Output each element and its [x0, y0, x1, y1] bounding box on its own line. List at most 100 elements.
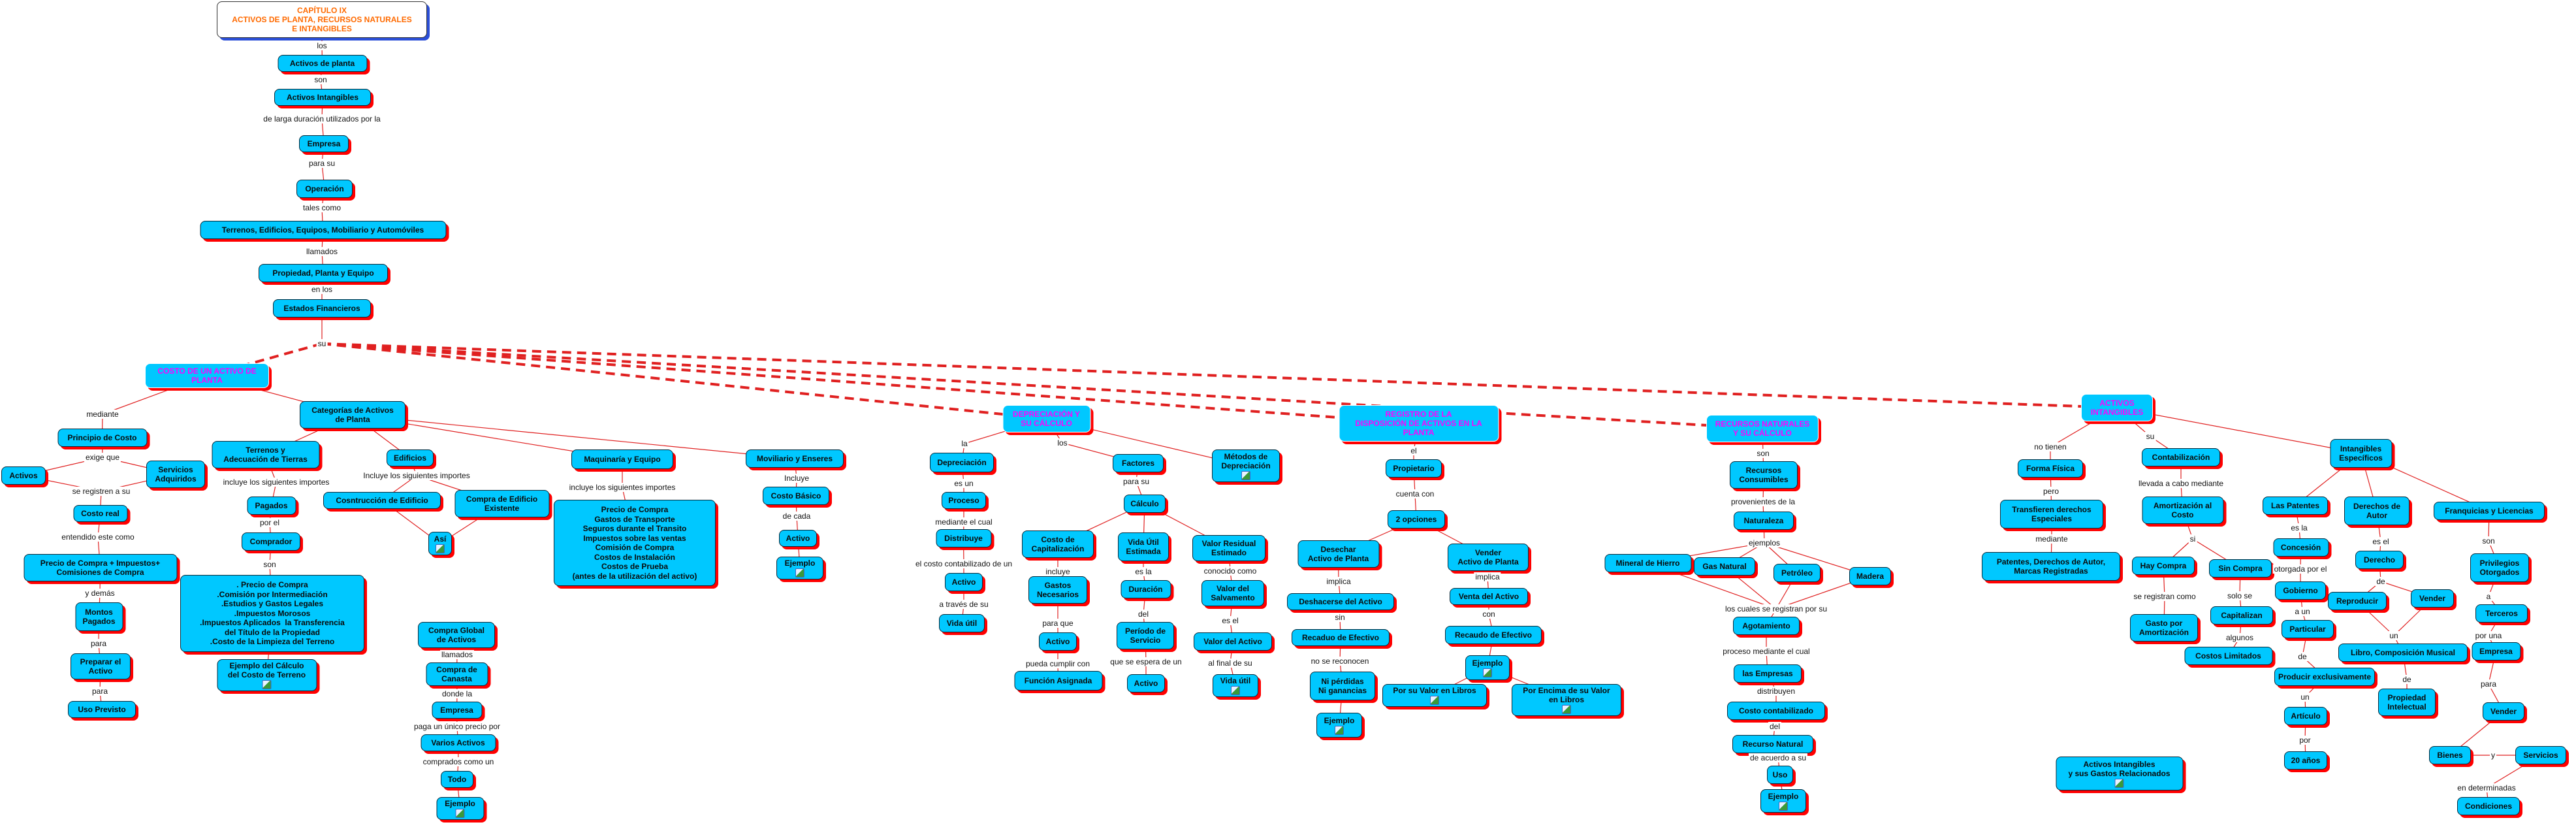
- concept-node-empresa2[interactable]: Empresa: [432, 702, 482, 719]
- concept-node-valor-salv[interactable]: Valor del Salvamento: [1201, 580, 1264, 606]
- concept-node-uso-previsto[interactable]: Uso Previsto: [68, 701, 136, 718]
- concept-node-vender2[interactable]: Vender: [2483, 702, 2524, 721]
- concept-node-uso[interactable]: Uso: [1767, 766, 1793, 784]
- concept-node-activo-d3[interactable]: Activo: [1127, 674, 1165, 692]
- concept-node-venta[interactable]: Venta del Activo: [1450, 588, 1528, 605]
- concept-node-vender1[interactable]: Vender: [2411, 589, 2454, 608]
- concept-node-ni-perdidas[interactable]: Ni pérdidas Ni ganancias: [1310, 672, 1375, 700]
- concept-node-naturaleza[interactable]: Naturaleza: [1734, 512, 1794, 530]
- concept-node-valor-activo[interactable]: Valor del Activo: [1194, 632, 1272, 651]
- concept-node-privilegios[interactable]: Privilegios Otorgados: [2470, 553, 2529, 582]
- concept-node-capitalizan[interactable]: Capitalizan: [2210, 606, 2273, 625]
- concept-node-concesion[interactable]: Concesión: [2273, 538, 2329, 557]
- concept-node-ejemplo-r1[interactable]: Ejemplo: [1316, 713, 1362, 738]
- concept-node-gastos-nec[interactable]: Gastos Necesarios: [1028, 576, 1087, 604]
- concept-node-producir[interactable]: Producir exclusivamente: [2274, 668, 2376, 686]
- concept-node-empresa1[interactable]: Empresa: [299, 135, 349, 152]
- concept-node-asi[interactable]: Así: [428, 532, 452, 555]
- concept-node-categorias[interactable]: Categorías de Activos de Planta: [300, 401, 405, 429]
- image-attachment-icon[interactable]: [2114, 778, 2124, 788]
- image-attachment-icon[interactable]: [455, 809, 465, 818]
- concept-node-vida-util-d2[interactable]: Vida útil: [1213, 674, 1258, 697]
- concept-node-canasta[interactable]: Compra de Canasta: [426, 662, 488, 686]
- image-attachment-icon[interactable]: [262, 680, 272, 689]
- concept-node-ejemplo-terreno[interactable]: Ejemplo del Cálculo del Costo de Terreno: [217, 659, 317, 691]
- concept-node-int-esp[interactable]: Intangibles Específicos: [2330, 439, 2392, 468]
- concept-node-derechos-autor[interactable]: Derechos de Autor: [2344, 497, 2409, 525]
- concept-node-ai-gastos[interactable]: Activos Intangibles y sus Gastos Relacio…: [2056, 757, 2183, 790]
- concept-node-recurso-nat[interactable]: Recurso Natural: [1732, 735, 1813, 753]
- concept-node-ppe[interactable]: Propiedad, Planta y Equipo: [259, 264, 388, 282]
- concept-node-vida-est[interactable]: Vida Útil Estimada: [1118, 532, 1169, 561]
- image-attachment-icon[interactable]: [1562, 705, 1571, 714]
- image-attachment-icon[interactable]: [1430, 696, 1439, 705]
- concept-node-transfieren[interactable]: Transfieren derechos Especiales: [2000, 500, 2103, 529]
- concept-node-mineral[interactable]: Mineral de Hierro: [1604, 554, 1691, 572]
- concept-node-principio[interactable]: Principio de Costo: [57, 429, 147, 447]
- image-attachment-icon[interactable]: [436, 544, 445, 553]
- image-attachment-icon[interactable]: [795, 568, 804, 578]
- concept-node-costo-basico[interactable]: Costo Básico: [763, 487, 829, 505]
- map-title-title[interactable]: CAPÍTULO IX ACTIVOS DE PLANTA, RECURSOS …: [217, 1, 427, 38]
- concept-node-funcion[interactable]: Función Asignada: [1014, 671, 1102, 691]
- concept-node-libro[interactable]: Libro, Composición Musical: [2338, 644, 2468, 662]
- concept-node-activo-d2[interactable]: Activo: [1039, 632, 1077, 651]
- concept-node-ejemplo-r2[interactable]: Ejemplo: [1465, 655, 1510, 680]
- concept-node-deshacerse[interactable]: Deshacerse del Activo: [1287, 593, 1394, 610]
- concept-node-recaudo-con[interactable]: Recaudo de Efectivo: [1445, 626, 1542, 644]
- concept-node-servicios-i[interactable]: Servicios: [2515, 746, 2566, 764]
- concept-node-veinte[interactable]: 20 años: [2284, 751, 2327, 770]
- image-attachment-icon[interactable]: [1241, 470, 1250, 480]
- concept-node-las-empresas[interactable]: las Empresas: [1734, 664, 1802, 683]
- concept-node-duracion[interactable]: Duración: [1121, 580, 1171, 598]
- concept-node-articulo[interactable]: Artículo: [2284, 707, 2327, 725]
- concept-node-maq-list[interactable]: Precio de Compra Gastos de Transporte Se…: [554, 500, 716, 586]
- concept-node-activos-int[interactable]: Activos Intangibles: [274, 89, 371, 106]
- concept-node-terreno-list[interactable]: . Precio de Compra .Comisión por Interme…: [180, 575, 364, 652]
- concept-node-forma[interactable]: Forma Física: [2018, 459, 2083, 478]
- image-attachment-icon[interactable]: [1335, 725, 1344, 735]
- concept-node-valor-res[interactable]: Valor Residual Estimado: [1192, 535, 1265, 561]
- concept-node-particular[interactable]: Particular: [2282, 620, 2334, 638]
- concept-node-empresa3[interactable]: Empresa: [2472, 642, 2520, 660]
- concept-node-precio-compra[interactable]: Precio de Compra + Impuestos+ Comisiones…: [24, 554, 177, 581]
- concept-node-costos-lim[interactable]: Costos Limitados: [2184, 647, 2272, 665]
- concept-node-madera[interactable]: Madera: [1849, 567, 1891, 585]
- concept-node-rec-consum[interactable]: Recursos Consumibles: [1730, 461, 1798, 489]
- concept-node-montos[interactable]: Montos Pagados: [75, 602, 123, 631]
- concept-node-vida-util-d[interactable]: Vida útil: [939, 614, 985, 632]
- concept-node-compra-existente[interactable]: Compra de Edificio Existente: [454, 490, 549, 517]
- concept-node-pagados[interactable]: Pagados: [247, 497, 296, 515]
- concept-node-costo-real[interactable]: Costo real: [73, 505, 127, 522]
- concept-node-factores[interactable]: Factores: [1113, 454, 1164, 472]
- concept-node-costo-cap[interactable]: Costo de Capitalización: [1022, 530, 1094, 558]
- concept-node-comprador[interactable]: Comprador: [242, 532, 300, 551]
- concept-node-condiciones[interactable]: Condiciones: [2457, 797, 2520, 815]
- concept-node-gobierno[interactable]: Gobierno: [2275, 581, 2326, 600]
- concept-node-preparar[interactable]: Preparar el Activo: [71, 653, 131, 679]
- concept-node-periodo[interactable]: Período de Servicio: [1117, 622, 1174, 649]
- concept-node-gasto-amort[interactable]: Gasto por Amortización: [2130, 614, 2198, 642]
- concept-node-activo-m[interactable]: Activo: [779, 530, 817, 547]
- concept-node-maquinaria[interactable]: Maquinaría y Equipo: [571, 449, 673, 469]
- concept-node-costo-cont[interactable]: Costo contabilizado: [1727, 702, 1825, 720]
- concept-node-patentes[interactable]: Las Patentes: [2263, 497, 2328, 515]
- section-heading-recursos[interactable]: RECURSOS NATURALES Y SU CÁLCULO: [1706, 415, 1819, 442]
- section-heading-costo[interactable]: COSTO DE UN ACTIVO DE PLANTA: [145, 363, 269, 388]
- concept-node-vender-ap[interactable]: Vender Activo de Planta: [1448, 544, 1529, 571]
- concept-node-moviliario[interactable]: Moviliario y Enseres: [746, 449, 844, 468]
- concept-node-bienes[interactable]: Bienes: [2429, 746, 2471, 764]
- section-heading-dep[interactable]: DEPRECIACIÓN Y SU CÁLCULO: [1002, 405, 1090, 432]
- image-attachment-icon[interactable]: [1231, 686, 1240, 695]
- concept-node-ejemplo-m[interactable]: Ejemplo: [776, 557, 823, 579]
- concept-node-ejemplo-n[interactable]: Ejemplo: [1760, 789, 1806, 813]
- concept-node-metodos[interactable]: Métodos de Depreciación: [1212, 449, 1280, 482]
- concept-node-propietario[interactable]: Propietario: [1386, 459, 1442, 478]
- concept-node-reproducir[interactable]: Reproducir: [2328, 592, 2387, 610]
- concept-node-opciones[interactable]: 2 opciones: [1388, 510, 1445, 529]
- concept-node-estados[interactable]: Estados Financieros: [273, 299, 371, 318]
- concept-node-edificios[interactable]: Edificios: [387, 449, 434, 466]
- concept-node-derecho[interactable]: Derecho: [2355, 551, 2404, 569]
- image-attachment-icon[interactable]: [1483, 668, 1492, 677]
- concept-node-amort[interactable]: Amortización al Costo: [2142, 497, 2223, 524]
